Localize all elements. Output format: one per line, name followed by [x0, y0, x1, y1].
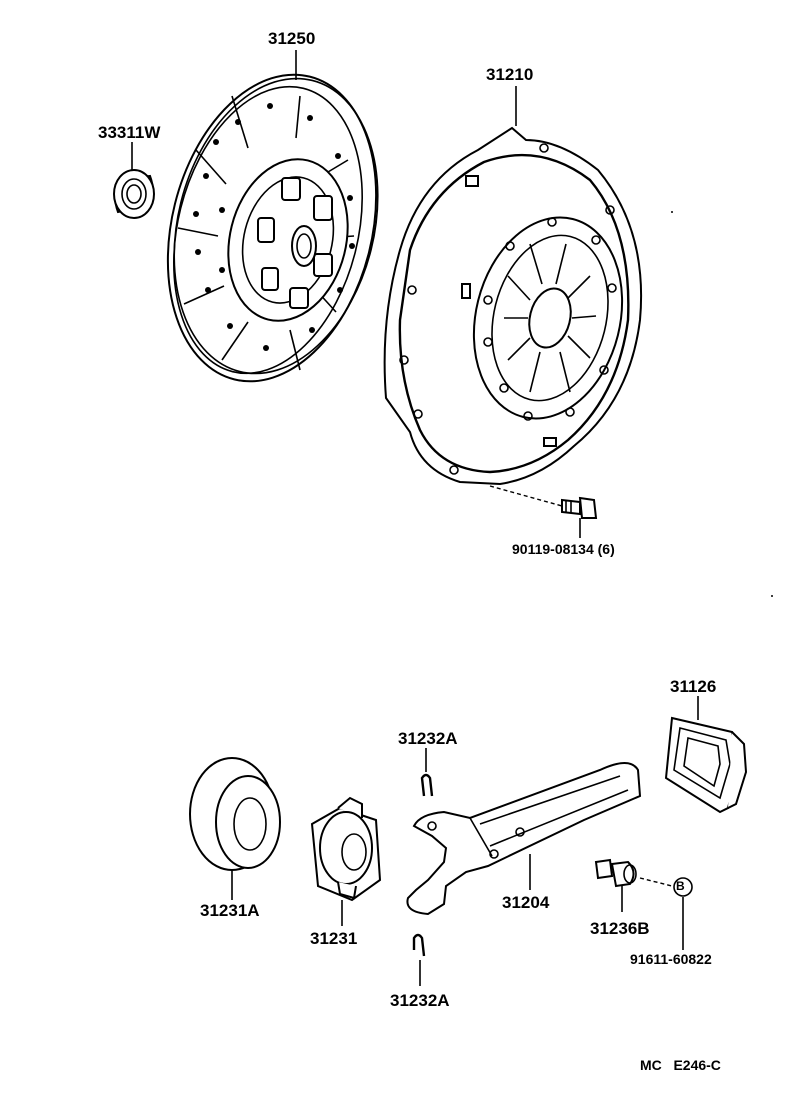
release-fork-drawing	[406, 762, 642, 916]
pilot-bearing-drawing	[113, 169, 155, 219]
release-bearing-drawing	[310, 796, 382, 902]
label-pilot-bearing: 33311W	[98, 123, 161, 142]
label-clip-top: 31232A	[398, 729, 458, 748]
clip-bottom-drawing	[412, 933, 426, 957]
label-fork-support: 31236B	[590, 919, 650, 938]
label-release-fork: 31204	[502, 893, 550, 912]
label-cover-bolt: 90119-08134 (6)	[512, 541, 615, 557]
boot-drawing	[664, 716, 748, 814]
label-clutch-disc: 31250	[268, 29, 316, 48]
clip-top-drawing	[420, 773, 434, 797]
hub-seal-drawing	[189, 757, 281, 871]
fork-support-drawing	[594, 858, 673, 888]
label-clip-bottom: 31232A	[390, 991, 450, 1010]
diagram-code: MC E246-C	[640, 1057, 721, 1073]
cover-bolt-drawing	[489, 485, 598, 519]
clutch-cover-drawing	[383, 126, 643, 486]
label-hub-seal: 31231A	[200, 901, 260, 920]
grease-mark-icon	[673, 877, 693, 897]
label-grease-part: 91611-60822	[630, 951, 712, 967]
leader-lines	[131, 50, 699, 986]
clutch-disc-drawing	[166, 73, 379, 383]
stray-dots	[671, 211, 773, 597]
label-release-bearing: 31231	[310, 929, 358, 948]
label-grease-mark: B	[676, 879, 685, 893]
label-clutch-cover: 31210	[486, 65, 534, 84]
label-boot: 31126	[670, 677, 717, 696]
